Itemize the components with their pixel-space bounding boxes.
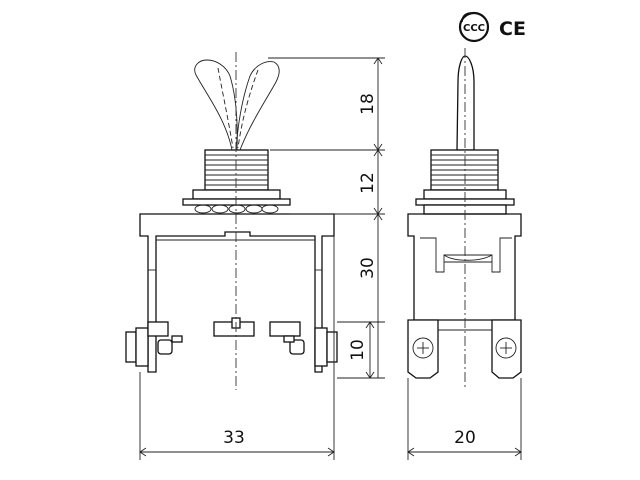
- front-bushing: [204, 149, 269, 191]
- dim-body-height: 30: [358, 257, 378, 279]
- side-lever: [456, 55, 475, 151]
- dim-body-width: 33: [223, 428, 245, 448]
- dimension-lines: [139, 57, 522, 460]
- side-bushing: [430, 149, 499, 191]
- dim-bushing-height: 12: [358, 172, 378, 194]
- ce-mark: CE: [499, 18, 526, 40]
- side-view: [407, 48, 522, 390]
- front-terminals: [125, 317, 338, 367]
- dim-lever-height: 18: [358, 93, 378, 115]
- ccc-mark-logo: CCC: [458, 11, 490, 43]
- front-nut: [182, 189, 291, 214]
- ccc-mark-text: CCC: [463, 23, 485, 34]
- dim-terminal-height: 10: [348, 339, 368, 361]
- front-view: [125, 52, 338, 390]
- side-terminals: [407, 319, 522, 379]
- side-body: [407, 213, 522, 321]
- front-lever: [194, 59, 280, 151]
- dim-side-width: 20: [454, 428, 476, 448]
